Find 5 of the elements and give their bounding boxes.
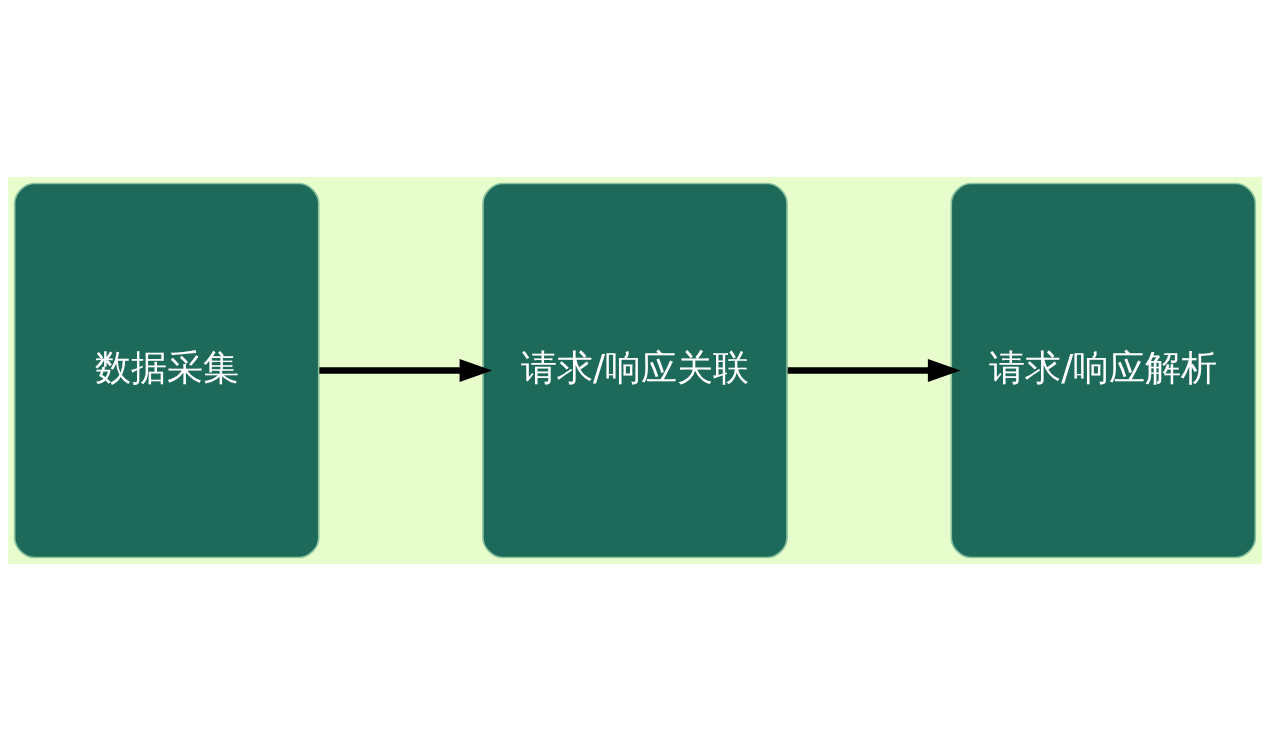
node-box: 请求/响应关联 — [482, 182, 788, 558]
arrow — [787, 358, 961, 382]
arrow — [319, 358, 493, 382]
node-box: 请求/响应解析 — [950, 182, 1257, 558]
node-box: 数据采集 — [13, 182, 320, 558]
